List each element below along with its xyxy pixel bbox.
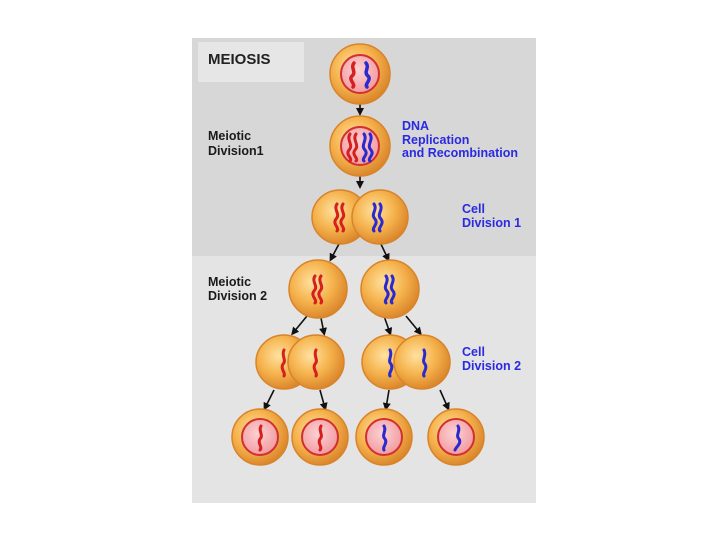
- gamete-3: [355, 408, 413, 466]
- cell-daughter-left: [288, 259, 348, 319]
- gamete-2: [291, 408, 349, 466]
- arrow-10: [319, 389, 328, 411]
- label-cell-division-1: Cell Division 1: [462, 202, 521, 230]
- label-cell-division-2: Cell Division 2: [462, 345, 521, 373]
- nucleus: [340, 126, 380, 166]
- gamete-1: [231, 408, 289, 466]
- cell-division-1: [311, 189, 409, 245]
- arrow-3: [329, 241, 341, 262]
- chromosome-red: [349, 61, 356, 89]
- arrow-12: [439, 389, 450, 411]
- chromosome-blue: [422, 348, 428, 378]
- arrow-9: [263, 389, 275, 411]
- chromosome-red: [317, 274, 324, 305]
- nucleus: [437, 418, 475, 456]
- chromosome-red: [346, 132, 353, 163]
- chromosome-blue: [377, 202, 384, 233]
- label-dna-replication: DNA Replication and Recombination: [402, 119, 518, 160]
- gamete-4: [427, 408, 485, 466]
- cell-replication: [329, 115, 391, 177]
- cell-initial: [329, 43, 391, 105]
- chromosome-blue: [389, 274, 396, 305]
- title-box: [198, 42, 304, 82]
- cell-division-2-right: [361, 334, 451, 390]
- chromosome-red: [280, 348, 286, 378]
- chromosome-blue: [388, 348, 394, 378]
- chromosome-red: [317, 424, 323, 452]
- chromosome-blue: [382, 424, 388, 452]
- chromosome-red: [311, 274, 318, 305]
- label-meiotic-division-2: Meiotic Division 2: [208, 275, 267, 303]
- chromosome-blue: [383, 274, 390, 305]
- chromosome-blue: [453, 424, 462, 452]
- arrow-5: [291, 315, 308, 336]
- arrow-8: [405, 315, 422, 336]
- chromosome-red: [312, 348, 318, 378]
- arrows: [263, 103, 450, 411]
- chromosome-red: [339, 202, 346, 233]
- diagram-title: MEIOSIS: [208, 51, 271, 68]
- arrow-4: [379, 241, 390, 262]
- arrow-6: [319, 317, 327, 336]
- chromosome-red: [257, 424, 263, 452]
- chromosome-blue: [367, 132, 374, 163]
- arrow-7: [383, 315, 393, 336]
- chromosome-blue: [364, 61, 371, 89]
- label-meiotic-division-1: Meiotic Division1: [208, 129, 264, 158]
- chromosome-red: [333, 202, 340, 233]
- chromosome-blue: [371, 202, 378, 233]
- chromosome-blue: [361, 132, 368, 163]
- cell-division-2-left: [255, 334, 345, 390]
- nucleus: [340, 54, 380, 94]
- chromosome-red: [352, 132, 359, 163]
- cell-daughter-right: [360, 259, 420, 319]
- arrow-11: [382, 389, 391, 411]
